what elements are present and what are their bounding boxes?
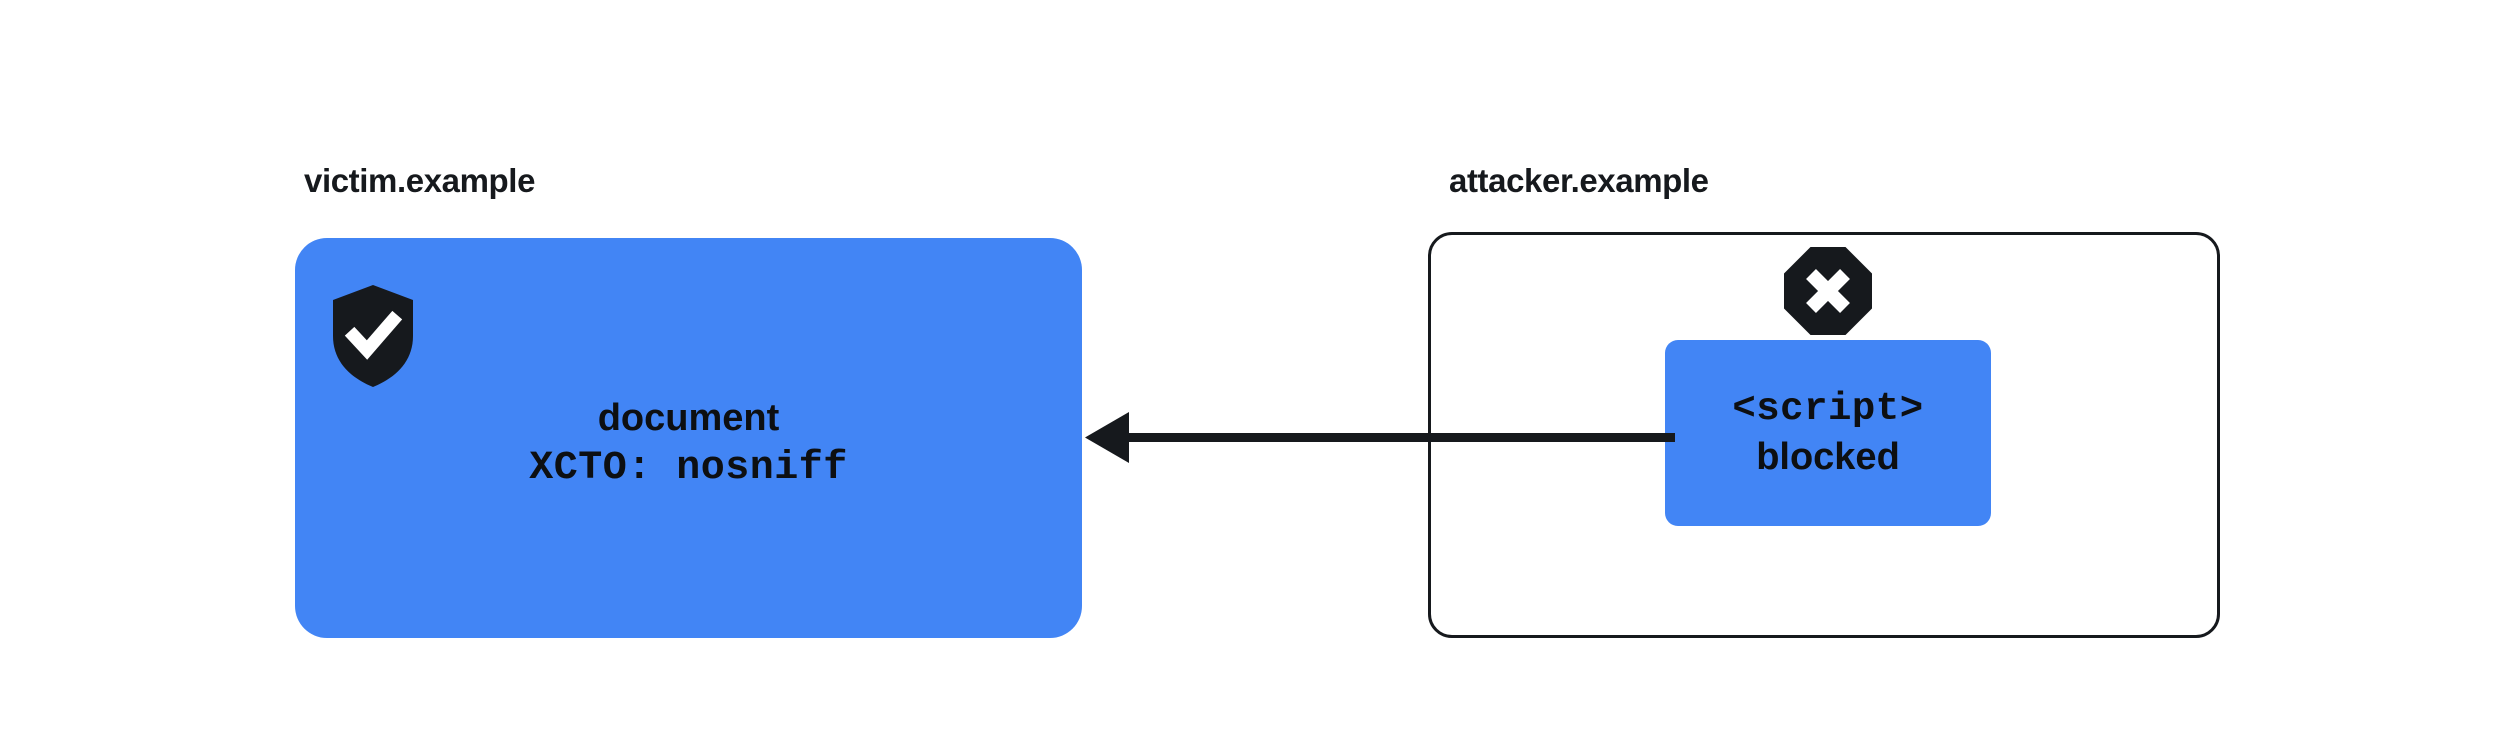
xcto-header-line: XCTO: nosniff	[529, 445, 848, 491]
script-tag-label: <script>	[1732, 387, 1924, 432]
victim-document-text: document XCTO: nosniff	[295, 238, 1082, 638]
victim-origin-label: victim.example	[304, 162, 536, 199]
left-arrow-icon	[1075, 400, 1675, 476]
script-status-label: blocked	[1756, 435, 1900, 478]
document-label: document	[597, 397, 780, 440]
attacker-origin-label: attacker.example	[1449, 162, 1709, 199]
octagon-x-icon	[1783, 246, 1873, 336]
attacker-script-box: <script> blocked	[1665, 340, 1991, 526]
shield-check-icon	[331, 284, 415, 388]
victim-document-box: document XCTO: nosniff	[295, 238, 1082, 638]
